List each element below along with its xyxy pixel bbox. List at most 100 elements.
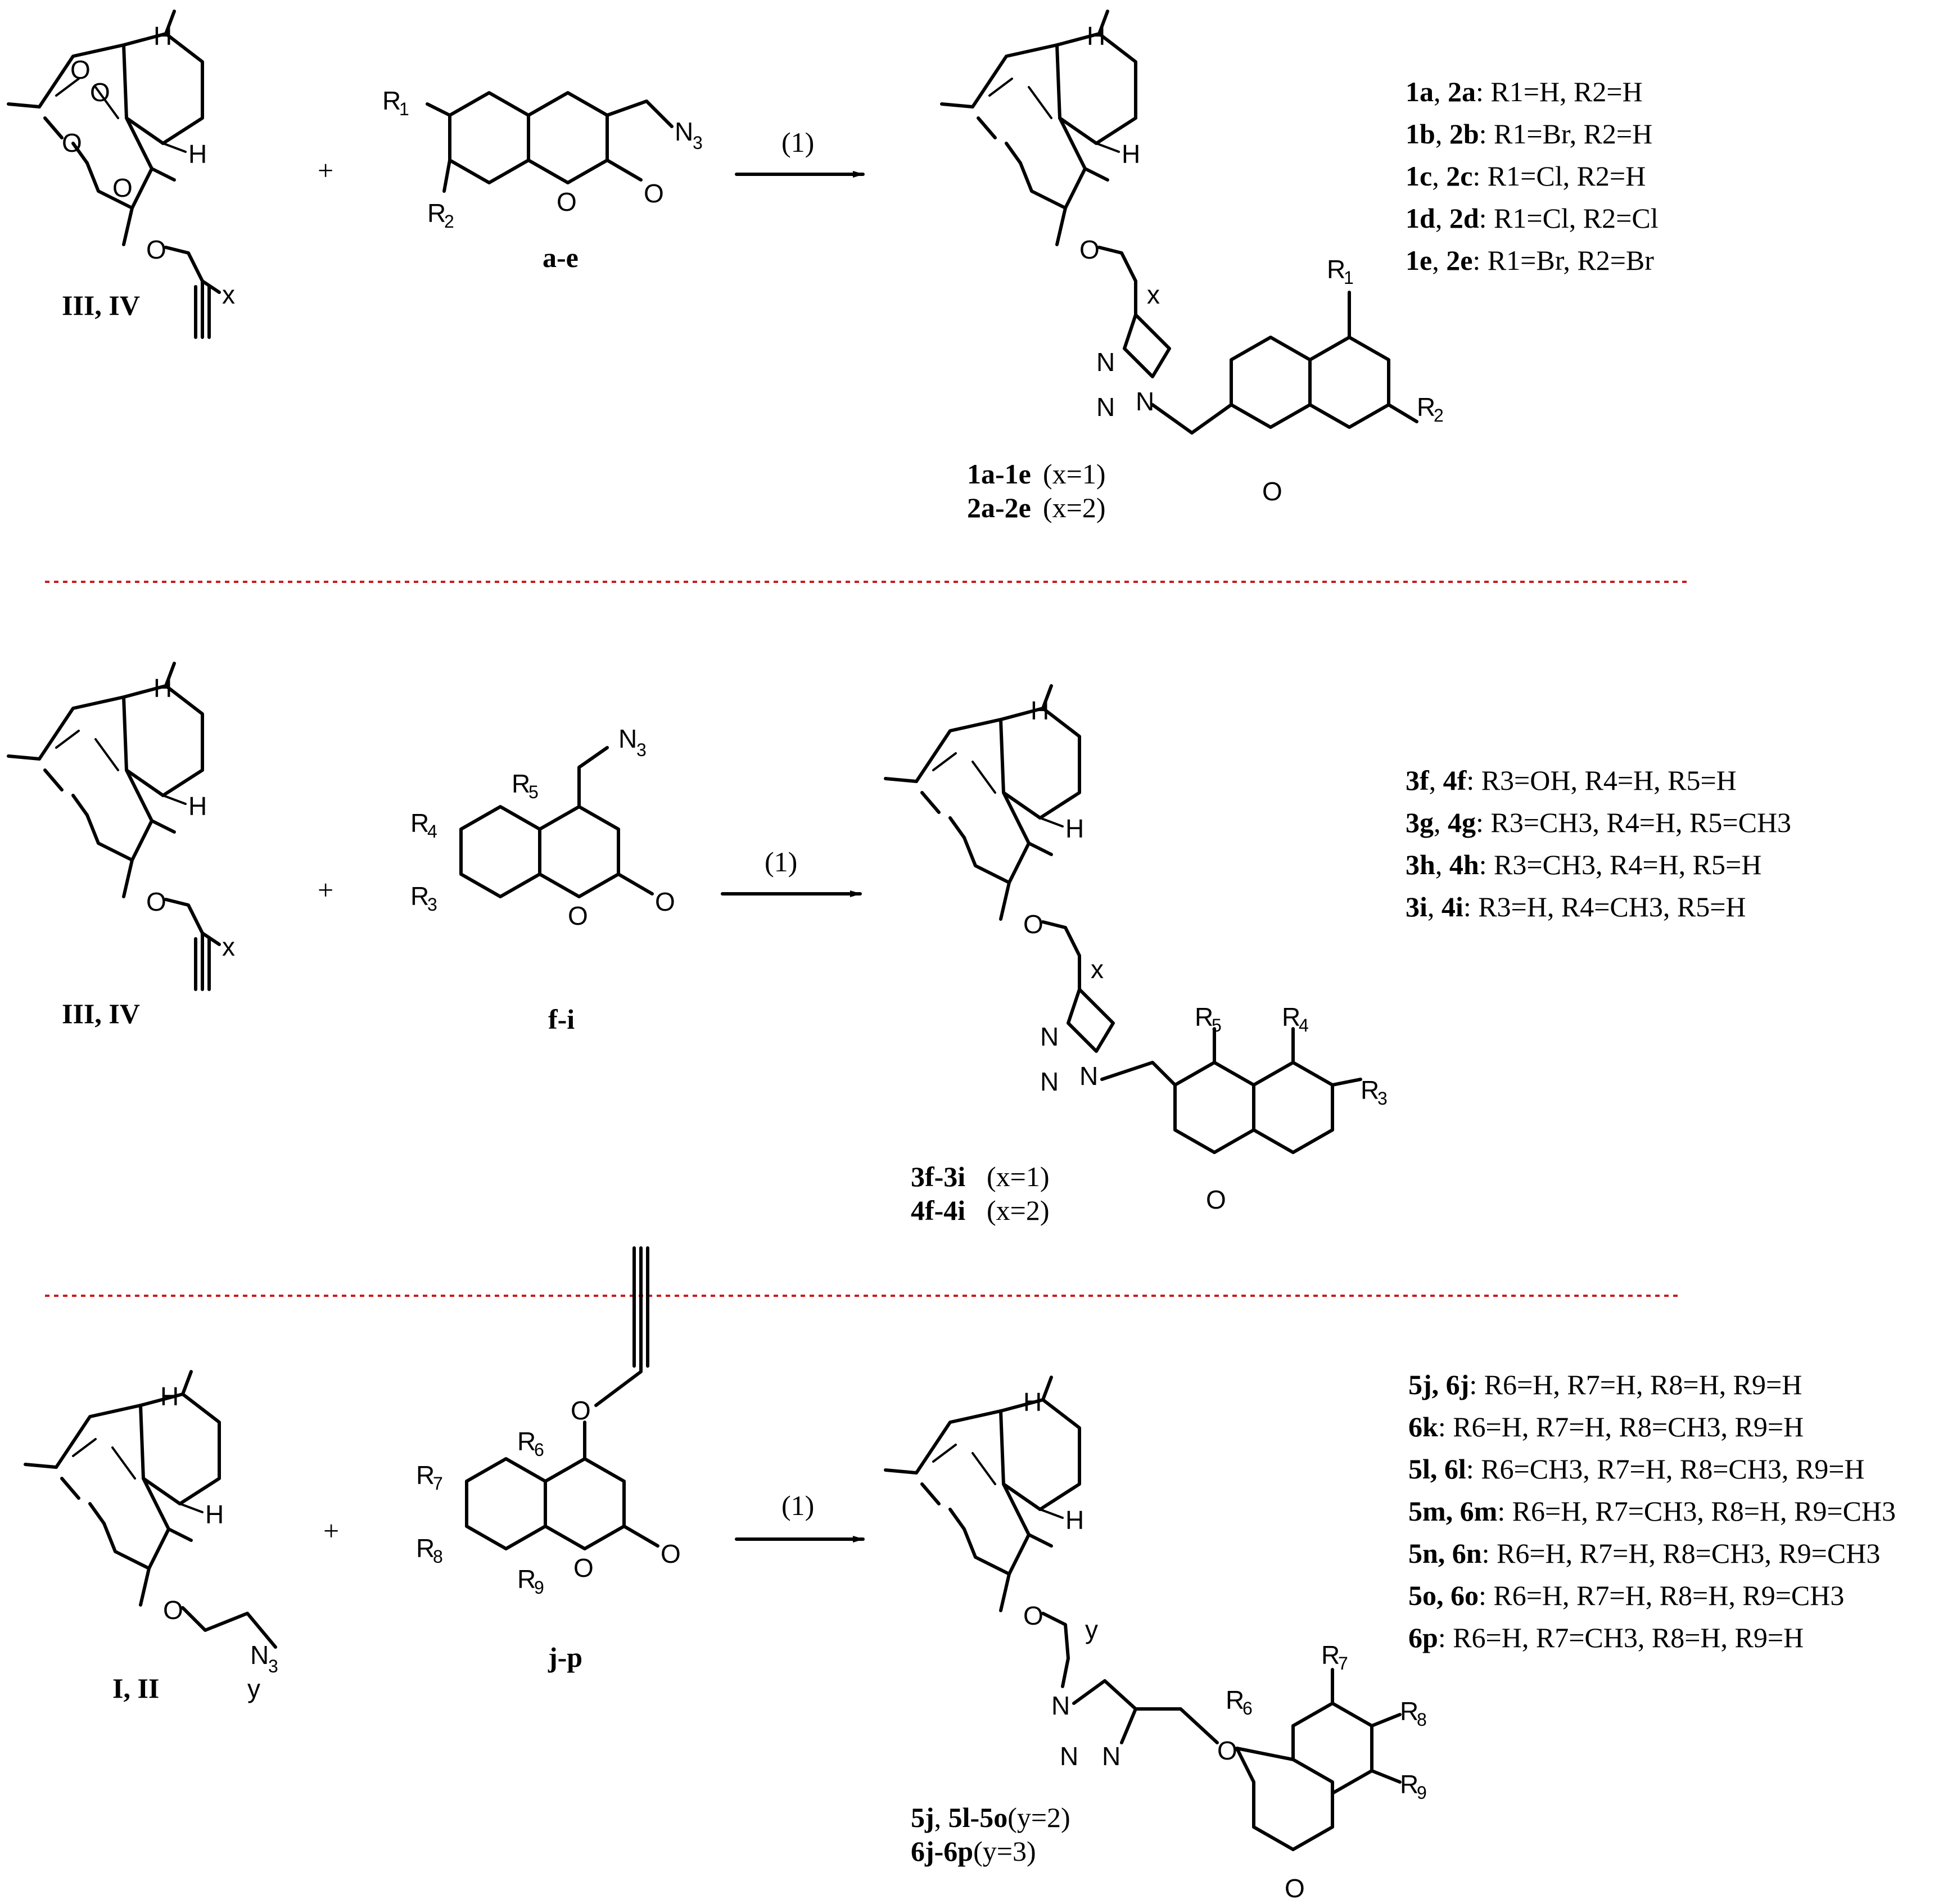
substituent-table-1: 1a, 2a: R1=H, R2=H 1b, 2b: R1=Br, R2=H 1…: [1406, 76, 1659, 276]
plus-sign: +: [323, 1515, 339, 1546]
reagent-coumarin-j-p: O R6 R7 R8 R9 O O j-p: [416, 1246, 681, 1673]
svg-text:9: 9: [1417, 1783, 1427, 1803]
reaction-arrow-3: (1): [735, 1490, 865, 1543]
svg-text:y: y: [1085, 1615, 1098, 1644]
plus-sign: +: [318, 874, 333, 906]
svg-text:H: H: [205, 1500, 224, 1529]
svg-text:(x=1): (x=1): [1043, 458, 1106, 490]
svg-text:R: R: [1400, 1697, 1418, 1726]
svg-text:O: O: [573, 1553, 594, 1582]
svg-text:O: O: [1023, 910, 1043, 939]
product-2: H H O x N N N R5 R4 R3 O 3f-3i (x=1) 4f-…: [885, 686, 1388, 1226]
svg-text:R: R: [416, 1460, 435, 1490]
svg-text:3h, 4h: R3=CH3, R4=H, R5=H: 3h, 4h: R3=CH3, R4=H, R5=H: [1406, 849, 1761, 880]
product-3: H H O y N N N O R6 R7 R8 R9 O 5j, 5l-5o(…: [885, 1377, 1427, 1903]
svg-text:R: R: [1361, 1075, 1379, 1105]
svg-text:3: 3: [693, 133, 703, 153]
product-1: H H O x N N N R1 R2 O 1a-1e (x=1) 2a-2e …: [942, 11, 1444, 523]
svg-text:N: N: [1079, 1061, 1098, 1091]
svg-text:H: H: [1065, 814, 1084, 843]
svg-text:R: R: [1327, 255, 1345, 284]
svg-text:H: H: [188, 792, 207, 821]
svg-text:5: 5: [1212, 1015, 1222, 1035]
atom-o: O: [644, 179, 664, 208]
svg-text:1b, 2b: R1=Br, R2=H: 1b, 2b: R1=Br, R2=H: [1406, 118, 1652, 150]
svg-text:O: O: [655, 887, 675, 916]
svg-text:O: O: [1023, 1601, 1043, 1630]
plus-sign: +: [318, 155, 333, 186]
svg-text:N: N: [618, 724, 637, 753]
svg-text:6: 6: [534, 1440, 544, 1460]
svg-text:(1): (1): [765, 846, 797, 878]
svg-text:N: N: [1060, 1742, 1078, 1771]
svg-text:(x=2): (x=2): [1043, 492, 1106, 523]
svg-text:H: H: [1023, 1387, 1042, 1417]
row-1: H H O O O O O x III, IV + R1 R2 O O N3 a…: [8, 11, 1659, 523]
svg-text:R: R: [1195, 1002, 1213, 1032]
svg-text:5j, 6j: R6=H, R7=H, R8=H, R9=H: 5j, 6j: R6=H, R7=H, R8=H, R9=H: [1408, 1369, 1802, 1400]
svg-text:6j-6p(y=3): 6j-6p(y=3): [911, 1835, 1036, 1867]
svg-text:1: 1: [399, 99, 409, 119]
svg-text:N: N: [250, 1640, 269, 1670]
svg-text:4f-4i: 4f-4i: [911, 1195, 965, 1226]
reagent-coumarin-a-e: R1 R2 O O N3 a-e: [382, 86, 703, 273]
r2-label: R: [427, 198, 446, 228]
svg-text:3: 3: [427, 894, 437, 915]
svg-text:8: 8: [433, 1546, 443, 1567]
substituent-table-2: 3f, 4f: R3=OH, R4=H, R5=H 3g, 4g: R3=CH3…: [1406, 765, 1791, 922]
atom-o: O: [146, 235, 166, 264]
starting-material-3: H H O N3 y I, II: [25, 1372, 278, 1704]
svg-text:R: R: [1282, 1002, 1300, 1032]
svg-text:5j, 5l-5o(y=2): 5j, 5l-5o(y=2): [911, 1802, 1070, 1833]
svg-text:R: R: [517, 1564, 536, 1594]
svg-text:3f-3i: 3f-3i: [911, 1161, 965, 1192]
svg-text:O: O: [146, 887, 166, 916]
svg-text:R: R: [410, 881, 429, 911]
reaction-arrow-1: (1): [735, 126, 865, 178]
svg-text:O: O: [1217, 1736, 1237, 1765]
azide-label: N: [675, 117, 693, 146]
svg-text:O: O: [1285, 1874, 1305, 1903]
svg-text:(x=1): (x=1): [987, 1161, 1050, 1192]
svg-text:N: N: [1096, 347, 1115, 377]
svg-text:1e, 2e: R1=Br, R2=Br: 1e, 2e: R1=Br, R2=Br: [1406, 245, 1654, 276]
svg-text:N: N: [1040, 1067, 1059, 1096]
svg-text:1a, 2a: R1=H, R2=H: 1a, 2a: R1=H, R2=H: [1406, 76, 1643, 107]
svg-text:R: R: [512, 769, 530, 798]
svg-text:1: 1: [1344, 268, 1354, 288]
svg-text:R: R: [1400, 1770, 1418, 1799]
svg-text:R: R: [1417, 392, 1435, 422]
svg-text:5n, 6n: R6=H, R7=H, R8=CH3, R9: 5n, 6n: R6=H, R7=H, R8=CH3, R9=CH3: [1408, 1537, 1880, 1569]
svg-text:H: H: [1122, 139, 1140, 169]
svg-text:N: N: [1102, 1742, 1120, 1771]
starting-material-1: H H O O O O O x III, IV: [8, 11, 235, 339]
svg-text:5l, 6l: R6=CH3, R7=H, R8=CH3,: 5l, 6l: R6=CH3, R7=H, R8=CH3, R9=H: [1408, 1453, 1865, 1485]
svg-text:H: H: [160, 1382, 179, 1411]
svg-text:R: R: [517, 1427, 536, 1456]
reagent-label: j-p: [548, 1641, 582, 1673]
svg-text:9: 9: [534, 1577, 544, 1598]
reaction-arrow-2: (1): [721, 846, 862, 897]
svg-text:O: O: [661, 1539, 681, 1568]
svg-text:7: 7: [1338, 1653, 1348, 1674]
reagent-label: a-e: [543, 242, 579, 273]
atom-o: O: [112, 173, 133, 202]
substituent-table-3: 5j, 6j: R6=H, R7=H, R8=H, R9=H 6k: R6=H,…: [1408, 1369, 1896, 1653]
row-2: H H O x III, IV + N3 R4 R3 R5 O O f-i (1…: [8, 663, 1791, 1226]
atom-o: O: [70, 55, 91, 84]
svg-text:O: O: [568, 901, 588, 930]
atom-o: O: [557, 187, 577, 216]
svg-text:H: H: [1087, 21, 1105, 51]
svg-text:2: 2: [1434, 405, 1444, 426]
svg-text:5: 5: [528, 782, 539, 802]
svg-text:x: x: [1091, 955, 1104, 984]
svg-text:6: 6: [1242, 1698, 1253, 1718]
svg-text:O: O: [1079, 235, 1100, 264]
svg-text:N: N: [1096, 392, 1115, 422]
svg-text:5m, 6m: R6=H, R7=CH3, R8=H, R9: 5m, 6m: R6=H, R7=CH3, R8=H, R9=CH3: [1408, 1495, 1896, 1527]
compound-label: I, II: [112, 1672, 159, 1704]
svg-text:H: H: [1065, 1505, 1084, 1535]
svg-text:N: N: [1051, 1691, 1070, 1720]
svg-text:R: R: [410, 808, 429, 838]
svg-text:O: O: [1262, 477, 1282, 506]
